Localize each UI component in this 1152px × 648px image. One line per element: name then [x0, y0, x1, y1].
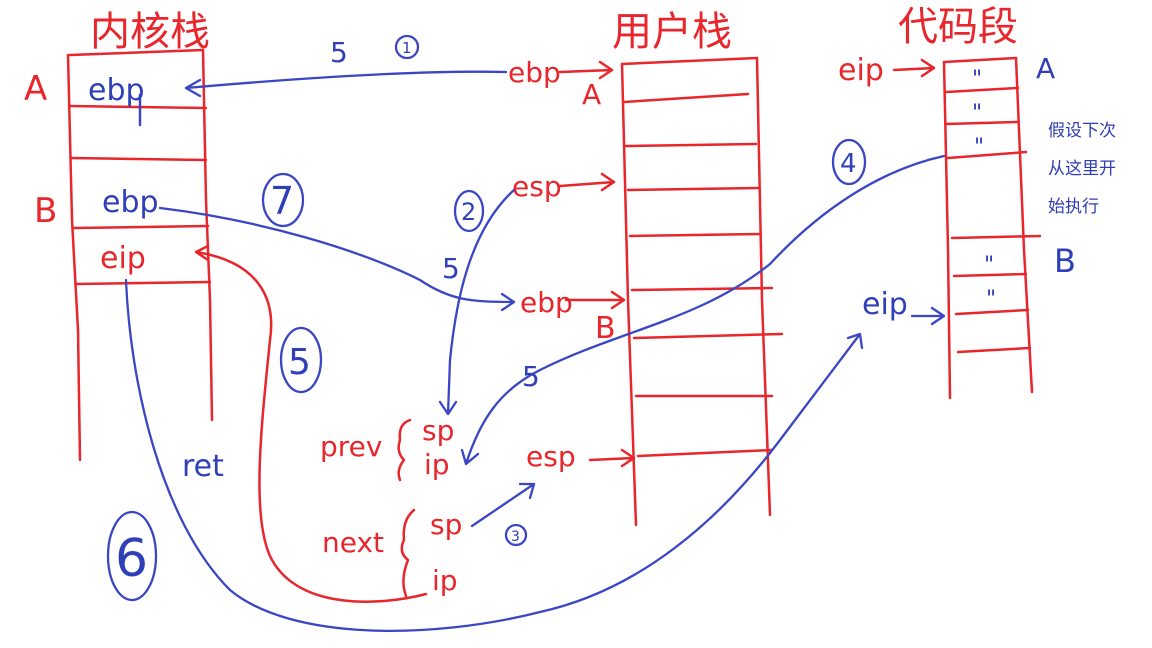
- kernel-stack: [66, 48, 214, 462]
- code-mark-2: ": [972, 101, 982, 126]
- step-3-number: 3: [511, 529, 520, 545]
- user-esp-mid: esp: [512, 170, 562, 203]
- kernel-row-a-label: A: [24, 69, 47, 109]
- code-mark-5: ": [986, 287, 996, 312]
- next-label: next: [322, 526, 384, 559]
- note-line-2: 从这里开: [1048, 159, 1116, 179]
- prev-ip: ip: [424, 448, 450, 481]
- five-mid: 5: [442, 252, 460, 285]
- kernel-eip: eip: [100, 241, 146, 276]
- code-segment: [942, 56, 1042, 400]
- step-2-marker: 2: [453, 189, 485, 233]
- step-1-marker: 1: [394, 34, 420, 60]
- code-a-label: A: [1036, 52, 1055, 85]
- code-mark-1: ": [972, 67, 982, 92]
- step-6-number: 6: [115, 529, 148, 589]
- code-b-label: B: [1054, 242, 1076, 280]
- step-4-marker: 4: [831, 138, 867, 186]
- five-low: 5: [522, 360, 540, 393]
- prev-sp: sp: [422, 414, 454, 447]
- next-execution-note: 假设下次 从这里开 始执行: [1048, 112, 1148, 226]
- user-ebp-top: ebp: [508, 56, 561, 89]
- step-1-number: 1: [402, 39, 412, 57]
- prev-label: prev: [320, 430, 382, 463]
- note-line-1: 假设下次: [1048, 121, 1116, 141]
- note-line-3: 始执行: [1048, 197, 1099, 217]
- user-a-label: A: [582, 78, 601, 111]
- step-2-number: 2: [461, 198, 476, 226]
- user-stack: [620, 56, 784, 527]
- kernel-ebp-a: ebp: [88, 73, 145, 108]
- step-5-marker: 5: [279, 326, 323, 394]
- code-eip-top: eip: [838, 53, 884, 88]
- step-3-marker: 3: [504, 523, 528, 547]
- code-mark-3: ": [974, 135, 984, 160]
- step-7-number: 7: [270, 179, 294, 223]
- code-segment-title: 代码段: [898, 4, 1018, 50]
- code-mark-4: ": [984, 253, 994, 278]
- ret-label: ret: [182, 449, 224, 484]
- user-esp-low: esp: [526, 440, 576, 473]
- user-b-label: B: [595, 311, 616, 346]
- step-5-number: 5: [288, 342, 311, 383]
- kernel-row-b-label: B: [34, 191, 57, 231]
- five-top: 5: [330, 36, 348, 69]
- step-4-number: 4: [840, 149, 857, 179]
- kernel-ebp-b: ebp: [102, 185, 159, 220]
- step-7-marker: 7: [261, 172, 305, 228]
- user-ebp-mid: ebp: [520, 286, 573, 319]
- kernel-stack-title: 内核栈: [90, 9, 210, 55]
- step-6-marker: 6: [106, 510, 158, 602]
- user-stack-title: 用户栈: [612, 9, 732, 55]
- code-eip-mid: eip: [862, 287, 908, 322]
- next-sp: sp: [430, 508, 462, 541]
- next-ip: ip: [432, 564, 458, 597]
